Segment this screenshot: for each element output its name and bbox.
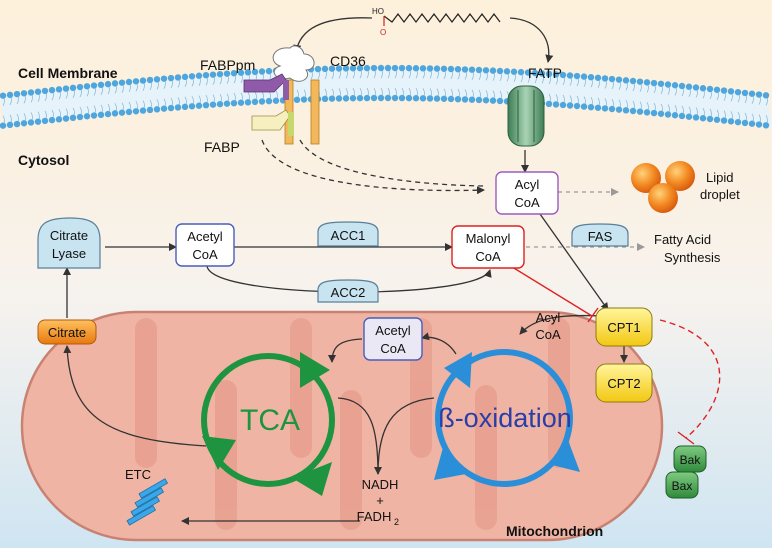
tca-arrowhead-left xyxy=(202,436,236,470)
acc1-enzyme: ACC1 xyxy=(317,221,379,247)
fatp-label: FATP xyxy=(528,65,562,81)
svg-text:CPT1: CPT1 xyxy=(607,320,640,335)
tca-arrowhead-top xyxy=(300,352,330,388)
acyl-coa-cytosol: Acyl CoA xyxy=(495,171,559,215)
svg-text:Acetyl: Acetyl xyxy=(375,323,411,338)
cpt1-enzyme: CPT1 xyxy=(595,307,653,347)
mitochondrion-label: Mitochondrion xyxy=(506,523,603,539)
gray-dashed-arrows xyxy=(526,188,645,251)
beta-arrowhead-right xyxy=(548,440,580,472)
citrate-metabolite: Citrate xyxy=(37,319,97,345)
beta-oxidation-label: ß-oxidation xyxy=(438,403,572,433)
svg-text:ACC2: ACC2 xyxy=(331,285,366,300)
svg-text:Bak: Bak xyxy=(680,453,702,467)
etc-complex: ETC xyxy=(125,467,169,526)
svg-text:2: 2 xyxy=(394,517,399,527)
nadh-fadh2: NADH + FADH 2 xyxy=(357,477,399,527)
svg-text:FAS: FAS xyxy=(588,229,613,244)
mito-acyl-coa-line1: Acyl xyxy=(536,310,561,325)
inhibition-lines xyxy=(503,261,721,445)
beta-arrowhead-left xyxy=(434,444,466,480)
cytosol-label: Cytosol xyxy=(18,152,69,168)
fas-enzyme: FAS xyxy=(571,223,629,247)
acetyl-coa-cytosol: Acetyl CoA xyxy=(175,223,235,267)
malonyl-coa: Malonyl CoA xyxy=(451,225,525,269)
acetyl-coa-mitochondrial: Acetyl CoA xyxy=(363,317,423,361)
citrate-lyase: Citrate Lyase xyxy=(37,217,101,269)
tca-arrowhead-right xyxy=(292,462,332,496)
svg-text:Citrate: Citrate xyxy=(50,228,88,243)
cpt2-enzyme: CPT2 xyxy=(595,363,653,403)
bak-bax-proteins: Bak Bax xyxy=(665,445,707,499)
svg-text:Lyase: Lyase xyxy=(52,246,86,261)
svg-text:CoA: CoA xyxy=(380,341,406,356)
fabp-dashed-arrows xyxy=(261,139,485,195)
cd36-label: CD36 xyxy=(330,53,366,69)
svg-text:droplet: droplet xyxy=(700,187,740,202)
beta-arrowhead-top xyxy=(444,352,472,388)
fabppm-protein: FABPpm xyxy=(200,57,289,100)
fatty-acid-molecule: O HO xyxy=(372,7,501,37)
hydroxyl-group: HO xyxy=(372,7,384,16)
svg-text:Citrate: Citrate xyxy=(48,325,86,340)
tca-cycle: TCA xyxy=(201,352,335,496)
etc-membrane-bars xyxy=(126,478,169,526)
beta-oxidation-cycle: ß-oxidation xyxy=(434,349,580,487)
svg-text:Malonyl: Malonyl xyxy=(466,231,511,246)
fatty-acid-synthesis-line2: Synthesis xyxy=(664,250,721,265)
svg-text:Acetyl: Acetyl xyxy=(187,229,223,244)
svg-text:CoA: CoA xyxy=(475,249,501,264)
svg-text:CPT2: CPT2 xyxy=(607,376,640,391)
fatty-acid-synthesis-line1: Fatty Acid xyxy=(654,232,711,247)
svg-text:CoA: CoA xyxy=(514,195,540,210)
svg-text:ACC1: ACC1 xyxy=(331,228,366,243)
fabp-label: FABP xyxy=(204,139,240,155)
svg-text:+: + xyxy=(376,493,384,508)
fatp-transporter: FATP xyxy=(507,65,562,147)
carbonyl-oxygen: O xyxy=(380,28,386,37)
lipid-droplet: Lipid droplet xyxy=(631,161,740,213)
svg-text:CoA: CoA xyxy=(192,247,218,262)
fabppm-label: FABPpm xyxy=(200,57,255,73)
acc2-enzyme: ACC2 xyxy=(317,279,379,303)
etc-label: ETC xyxy=(125,467,151,482)
svg-text:Acyl: Acyl xyxy=(515,177,540,192)
svg-text:Lipid: Lipid xyxy=(706,170,733,185)
fabp-protein: FABP xyxy=(204,109,294,155)
svg-text:Bax: Bax xyxy=(672,479,693,493)
svg-text:FADH: FADH xyxy=(357,509,392,524)
tca-label: TCA xyxy=(240,404,300,437)
svg-text:NADH: NADH xyxy=(362,477,399,492)
mito-acyl-coa-line2: CoA xyxy=(535,327,561,342)
cell-membrane-label: Cell Membrane xyxy=(18,65,118,81)
